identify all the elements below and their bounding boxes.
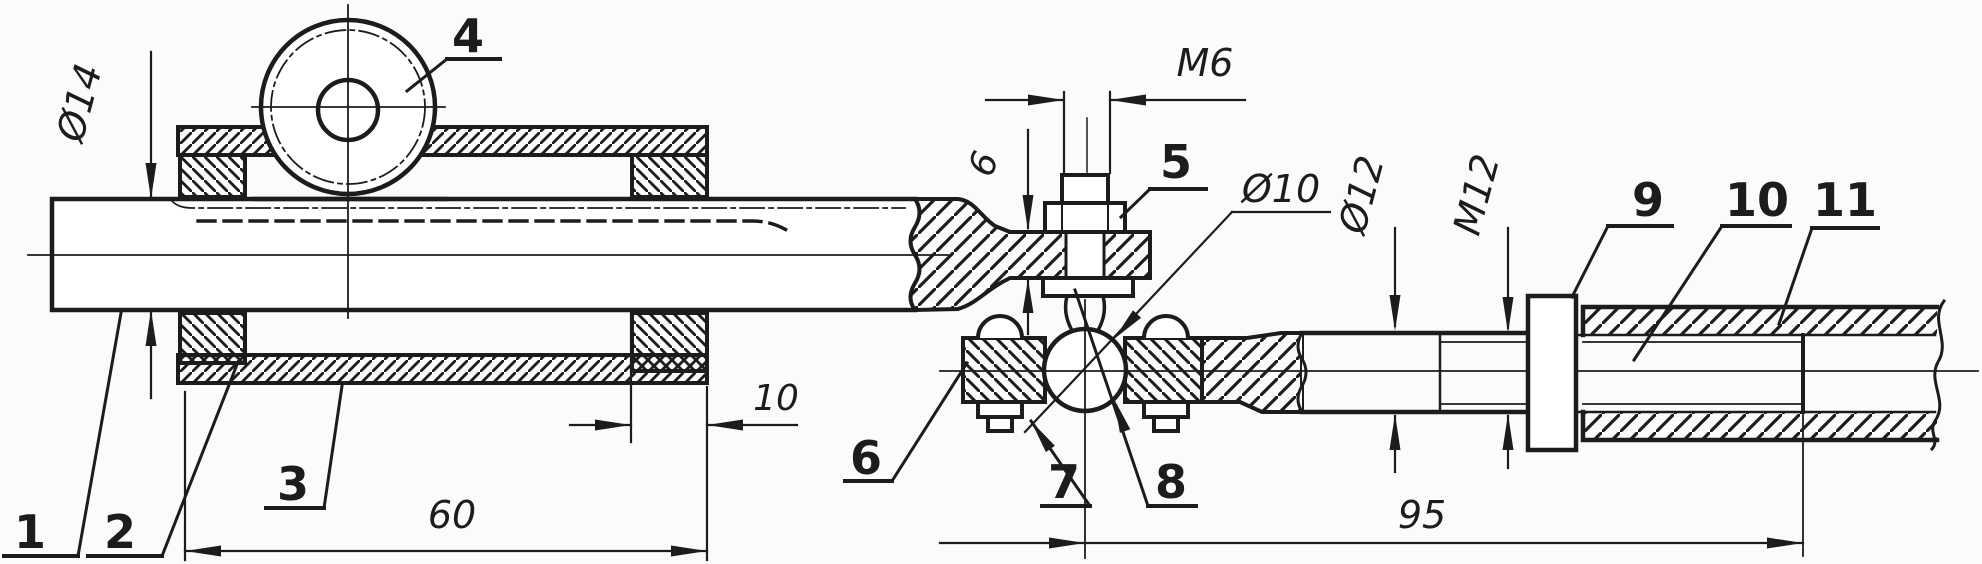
part-label-10: 10 [1725, 173, 1789, 227]
bushing-top-right [630, 153, 709, 199]
arrowhead [1028, 94, 1064, 106]
clamp-plate-left [961, 336, 1047, 404]
arrowhead [1114, 310, 1142, 339]
arrowhead [1022, 279, 1034, 313]
washer [1041, 276, 1135, 298]
clamp-screw-head-right [1141, 314, 1191, 341]
dim-housing-length: 60 [428, 493, 476, 537]
tube-bottom-hatch [1583, 412, 1937, 440]
tube-bottom-wall [176, 353, 709, 385]
dim-ball-diameter: Ø10 [1240, 167, 1320, 211]
flat-hidden-line [196, 219, 791, 234]
tube-break-line [1929, 298, 1947, 452]
tube-top-hatch [1583, 307, 1937, 335]
hex-nut [1043, 201, 1127, 234]
lock-nut [1525, 293, 1579, 453]
right-assembly [1299, 293, 1947, 453]
arrowhead [1114, 399, 1131, 433]
dim-rod-length: 95 [1398, 493, 1446, 537]
part-label-9: 9 [1632, 173, 1664, 227]
bushing-top-left [178, 153, 247, 199]
arrowhead [1110, 94, 1146, 106]
bushing-bottom-right [630, 311, 709, 373]
part-label-1: 1 [14, 505, 46, 559]
clamp-screw-nut-right [1142, 400, 1190, 419]
ball-joint-assembly [908, 173, 1979, 559]
arrowhead [595, 419, 631, 431]
arrowhead [1767, 537, 1803, 549]
annotations: Ø14 60 10 M6 6 Ø10 95 Ø12 M12 1 2 3 4 5 … [14, 9, 1877, 559]
dimensions [145, 50, 1805, 562]
part-label-2: 2 [104, 505, 136, 559]
arrowhead [1049, 537, 1085, 549]
part-label-5: 5 [1160, 135, 1192, 189]
part-label-11: 11 [1813, 173, 1877, 227]
rod-break-line [1296, 330, 1308, 415]
part-leaders [2, 56, 1880, 558]
arrowhead [145, 310, 157, 346]
tube-bottom-outline [1580, 409, 1940, 443]
part-label-7: 7 [1048, 455, 1080, 509]
tube-top-outline [1580, 304, 1940, 338]
locknut [1060, 173, 1110, 205]
flat-phantom-line [170, 199, 906, 209]
arrowhead [185, 545, 221, 557]
tab-bolt-hole [1066, 232, 1104, 278]
arrowhead [671, 545, 707, 557]
arrowhead [1502, 414, 1514, 450]
clamp-screw-tip-right [1152, 415, 1180, 433]
rod-end-tab-section [908, 197, 1152, 313]
tube-top-wall [176, 125, 709, 157]
arrowhead [1022, 195, 1034, 231]
part-label-4: 4 [452, 9, 484, 63]
arrowhead [1031, 421, 1055, 453]
arrowhead [145, 163, 157, 199]
left-assembly [27, 4, 949, 385]
dim-bushing-length: 10 [753, 378, 799, 419]
dim-bolt-thread: M6 [1177, 41, 1234, 85]
part-label-8: 8 [1155, 455, 1187, 509]
clamp-screw-tip-left [986, 415, 1014, 433]
clamp-plate-right [1123, 336, 1204, 404]
arrowhead [1389, 414, 1401, 450]
bushing-bottom-left [178, 311, 247, 365]
arrowhead [1502, 297, 1514, 333]
part-label-6: 6 [850, 431, 882, 485]
arm-to-rod [1200, 331, 1304, 414]
part-label-3: 3 [277, 457, 309, 511]
clamp-screw-nut-left [976, 400, 1024, 419]
clamp-screw-head-left [975, 314, 1025, 341]
arrowhead [1389, 295, 1401, 331]
arrowhead [707, 419, 743, 431]
